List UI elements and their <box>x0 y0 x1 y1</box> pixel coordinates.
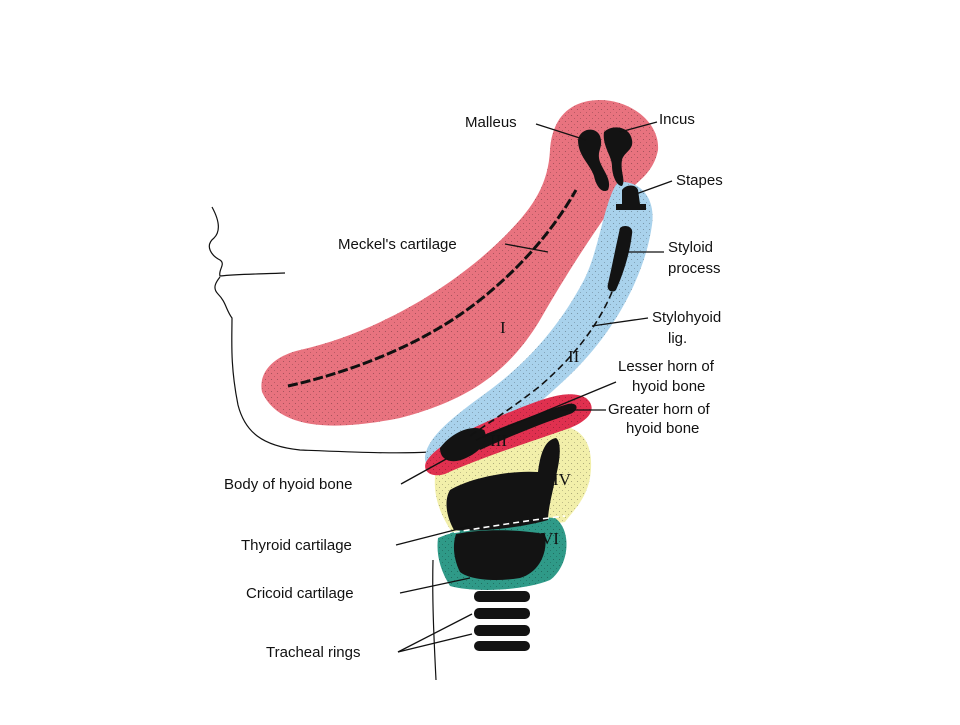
arch-numeral-fourth: IV <box>553 470 572 489</box>
label-tracheal-rings: Tracheal rings <box>266 644 360 661</box>
tracheal-ring-1 <box>474 591 530 602</box>
label-thyroid-cartilage: Thyroid cartilage <box>241 537 352 554</box>
incus-bone <box>603 127 633 186</box>
styloid-process-bone <box>607 226 633 292</box>
label-meckels-cartilage: Meckel's cartilage <box>338 236 457 253</box>
malleus-bone <box>578 129 610 192</box>
cricoid-cartilage-bone <box>453 530 546 580</box>
label-body-of-hyoid: Body of hyoid bone <box>224 476 352 493</box>
label-lesser-horn-line2: hyoid bone <box>632 378 705 395</box>
arch-numeral-sixth: VI <box>541 529 559 548</box>
tracheal-ring-2 <box>474 608 530 619</box>
tracheal-ring-4 <box>474 641 530 651</box>
greater-horn-bone <box>472 403 577 450</box>
tracheal-ring-3 <box>474 625 530 636</box>
label-malleus: Malleus <box>465 114 517 131</box>
skeletal-derivatives <box>440 127 646 651</box>
label-stylohyoid-lig-line2: lig. <box>668 330 687 347</box>
label-styloid-process-line1: Styloid <box>668 239 713 256</box>
diagram-labels: Malleus Incus Stapes Meckel's cartilage … <box>224 111 723 661</box>
label-stylohyoid-lig-line1: Stylohyoid <box>652 309 721 326</box>
label-stapes: Stapes <box>676 172 723 189</box>
face-profile-outline <box>208 206 437 681</box>
label-greater-horn-line1: Greater horn of <box>608 401 711 418</box>
thyroid-cartilage-bone <box>446 438 560 531</box>
label-styloid-process-line2: process <box>668 260 721 277</box>
leader-lines <box>395 121 673 653</box>
arch-numeral-third: III <box>490 431 507 450</box>
stapes-bone <box>616 185 646 210</box>
arch-numeral-first: I <box>500 318 506 337</box>
label-incus: Incus <box>659 111 695 128</box>
label-cricoid-cartilage: Cricoid cartilage <box>246 585 354 602</box>
label-lesser-horn-line1: Lesser horn of <box>618 358 715 375</box>
stylohyoid-ligament-line <box>469 291 613 437</box>
laryngeal-dividing-line <box>443 515 566 535</box>
arch-numeral-second: II <box>568 347 580 366</box>
meckels-cartilage-line <box>287 189 578 388</box>
label-greater-horn-line2: hyoid bone <box>626 420 699 437</box>
hyoid-body-bone <box>440 428 486 462</box>
